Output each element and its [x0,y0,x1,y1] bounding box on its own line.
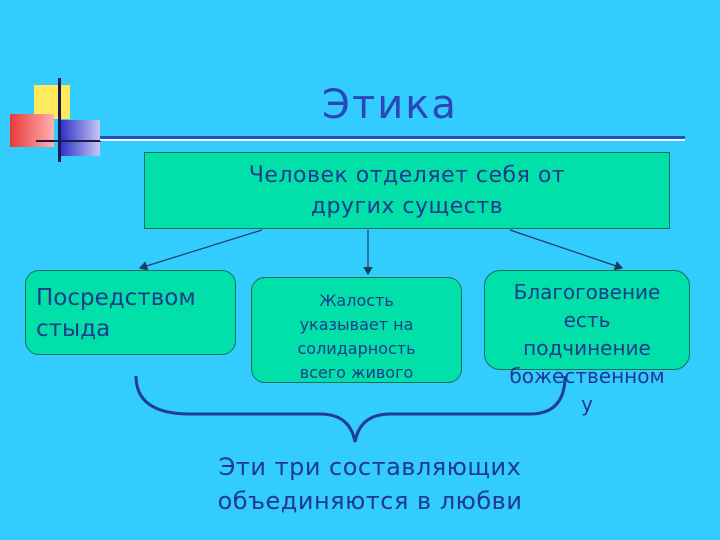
pity-line-2: указывает на [299,315,414,334]
arrow-right [509,229,624,271]
shame-line-1: Посредством [36,285,196,311]
concept-box-pity: Жалость указывает на солидарность всего … [251,277,462,383]
title-underline [100,136,685,139]
reverence-line-2: есть [563,308,611,332]
reverence-line-3: подчинение [523,336,651,360]
pity-line-3: солидарность [297,339,416,358]
pity-line-4: всего живого [299,363,414,382]
conclusion-line-2: объединяются в любви [217,487,523,515]
conclusion-line-1: Эти три составляющих [218,453,522,481]
pity-line-1: Жалость [319,291,394,310]
curly-brace [134,375,567,443]
main-concept-line-2: других существ [310,193,504,219]
shame-line-2: стыда [36,316,111,342]
reverence-line-5: у [581,392,593,416]
arrow-left [138,229,263,271]
decorative-logo [8,70,108,165]
page-title: Этика [322,82,458,128]
main-concept-line-1: Человек отделяет себя от [248,162,566,188]
concept-box-shame: Посредством стыда [25,270,236,355]
reverence-line-1: Благоговение [513,280,661,304]
reverence-text: Благоговение есть подчинение божественно… [480,278,694,418]
reverence-line-4: божественном [509,364,665,388]
main-concept-box: Человек отделяет себя от других существ [144,152,670,229]
concept-box-reverence [484,270,690,370]
title-underline-highlight [100,139,685,141]
conclusion-text: Эти три составляющих объединяются в любв… [150,450,590,518]
